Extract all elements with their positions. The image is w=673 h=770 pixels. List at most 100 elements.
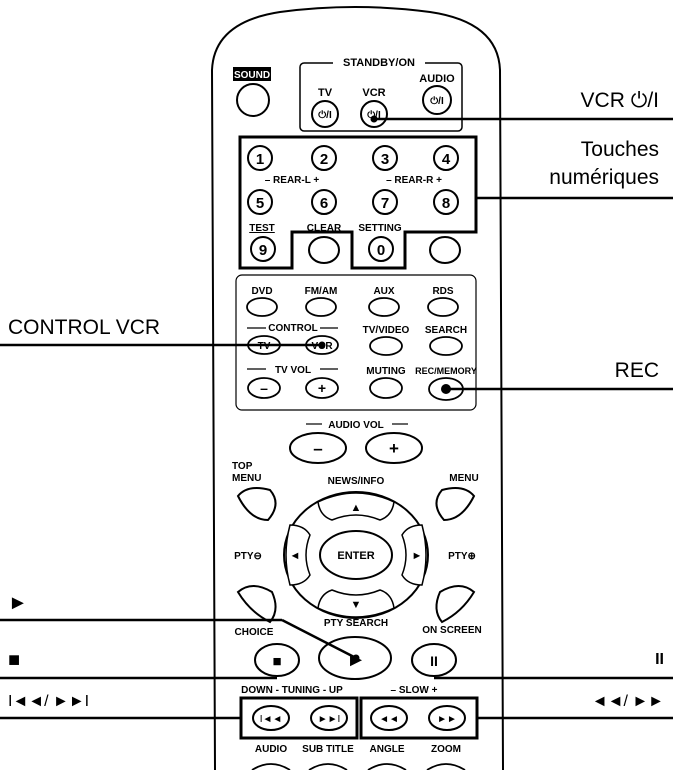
top-menu-label-1: TOP <box>232 461 253 472</box>
control-label: CONTROL <box>268 323 317 334</box>
pause-icon: II <box>430 653 438 669</box>
key-7[interactable] <box>372 189 398 215</box>
search-callout: ◄◄/ ►► <box>592 693 664 710</box>
key-5-label: 5 <box>256 195 264 212</box>
key-0-label: 0 <box>377 242 385 259</box>
slow-rew-button[interactable] <box>370 705 408 731</box>
nav-right-button[interactable] <box>401 524 427 586</box>
stop-button[interactable] <box>254 643 300 677</box>
prev-icon: I◄◄ <box>260 714 283 725</box>
standby-label: STANDBY/ON <box>343 57 415 69</box>
key-1-label: 1 <box>256 151 264 168</box>
key-0[interactable] <box>368 236 394 262</box>
rear-r-label: – REAR-R + <box>386 175 442 186</box>
news-info-label: NEWS/INFO <box>328 476 385 487</box>
audio-vol-plus-button[interactable] <box>365 432 423 464</box>
muting-button[interactable] <box>369 377 403 399</box>
tv-vol-plus-label: + <box>318 380 326 396</box>
key-9[interactable] <box>250 236 276 262</box>
top-menu-button[interactable] <box>236 487 277 522</box>
key-1[interactable] <box>247 145 273 171</box>
key-4-label: 4 <box>442 151 451 168</box>
rds-button[interactable] <box>427 297 459 317</box>
search-button[interactable] <box>429 336 463 356</box>
key-extra[interactable] <box>429 236 461 264</box>
clear-button[interactable] <box>308 236 340 264</box>
pty-minus-label: PTY⊖ <box>234 551 262 562</box>
dvd-button[interactable] <box>246 297 278 317</box>
key-3[interactable] <box>372 145 398 171</box>
top-menu-label-2: MENU <box>232 473 261 484</box>
key-3-label: 3 <box>381 151 389 168</box>
down-arrow-icon: ▼ <box>351 599 362 611</box>
angle-label: ANGLE <box>370 744 405 755</box>
next-icon: ►►I <box>318 714 341 725</box>
on-screen-label: ON SCREEN <box>422 625 481 636</box>
tv-vol-plus-button[interactable] <box>305 377 339 399</box>
test-label: TEST <box>249 223 275 234</box>
up-arrow-icon: ▲ <box>351 502 362 514</box>
enter-button[interactable] <box>319 530 393 580</box>
key-6[interactable] <box>311 189 337 215</box>
key-9-label: 9 <box>259 242 267 259</box>
choice-button[interactable] <box>236 585 277 624</box>
rec-memory-label: REC/MEMORY <box>415 366 477 376</box>
sound-label: SOUND <box>234 70 270 81</box>
audio-bottom-label: AUDIO <box>255 744 287 755</box>
audio-vol-minus-label: – <box>313 439 322 458</box>
audio-label: AUDIO <box>419 73 455 85</box>
audio-vol-minus-button[interactable] <box>289 432 347 464</box>
pause-callout: II <box>655 651 664 668</box>
search-label: SEARCH <box>425 325 467 336</box>
audio-vol-plus-label: + <box>389 439 399 458</box>
aux-label: AUX <box>373 286 394 297</box>
enter-label: ENTER <box>337 550 374 562</box>
key-4[interactable] <box>433 145 459 171</box>
vcr-power-button[interactable] <box>360 100 388 128</box>
pty-search-label: PTY SEARCH <box>324 618 388 629</box>
audio-power-icon: ⏻/I <box>430 95 444 107</box>
subtitle-label: SUB TITLE <box>302 744 354 755</box>
fmam-button[interactable] <box>305 297 337 317</box>
muting-label: MUTING <box>366 366 406 377</box>
nav-up-button[interactable] <box>317 492 395 521</box>
down-tuning-up-label: DOWN - TUNING - UP <box>241 685 343 696</box>
key-5[interactable] <box>247 189 273 215</box>
next-button[interactable] <box>310 705 348 731</box>
key-2[interactable] <box>311 145 337 171</box>
on-screen-button[interactable] <box>435 585 476 624</box>
sound-button[interactable] <box>236 83 270 117</box>
dvd-label: DVD <box>251 286 272 297</box>
tv-label: TV <box>318 87 333 99</box>
control-vcr-callout: CONTROL VCR <box>8 316 160 339</box>
play-leader-diag <box>281 618 357 660</box>
pause-button[interactable] <box>411 643 457 677</box>
key-8[interactable] <box>433 189 459 215</box>
key-2-label: 2 <box>320 151 328 168</box>
tvvideo-label: TV/VIDEO <box>363 325 410 336</box>
slow-label: – SLOW + <box>391 685 438 696</box>
rec-callout: REC <box>615 359 659 382</box>
nav-down-button[interactable] <box>317 589 395 618</box>
nav-left-button[interactable] <box>285 524 311 586</box>
tvvideo-button[interactable] <box>369 336 403 356</box>
stop-callout: ■ <box>8 649 20 671</box>
play-callout: ► <box>8 592 28 614</box>
audio-vol-label: AUDIO VOL <box>328 420 384 431</box>
tv-vol-label: TV VOL <box>275 365 311 376</box>
numeric-keys-callout-1: Touches <box>581 138 659 161</box>
tv-power-button[interactable] <box>311 100 339 128</box>
key-6-label: 6 <box>320 195 328 212</box>
aux-button[interactable] <box>368 297 400 317</box>
slow-ff-button[interactable] <box>428 705 466 731</box>
slow-ff-icon: ►► <box>437 714 457 725</box>
menu-button[interactable] <box>435 487 476 522</box>
tv-vol-minus-button[interactable] <box>247 377 281 399</box>
prev-button[interactable] <box>252 705 290 731</box>
clear-label: CLEAR <box>307 223 342 234</box>
audio-power-button[interactable] <box>422 85 452 115</box>
rds-label: RDS <box>432 286 453 297</box>
rear-l-label: – REAR-L + <box>265 175 320 186</box>
tv-power-icon: ⏻/I <box>318 109 332 121</box>
